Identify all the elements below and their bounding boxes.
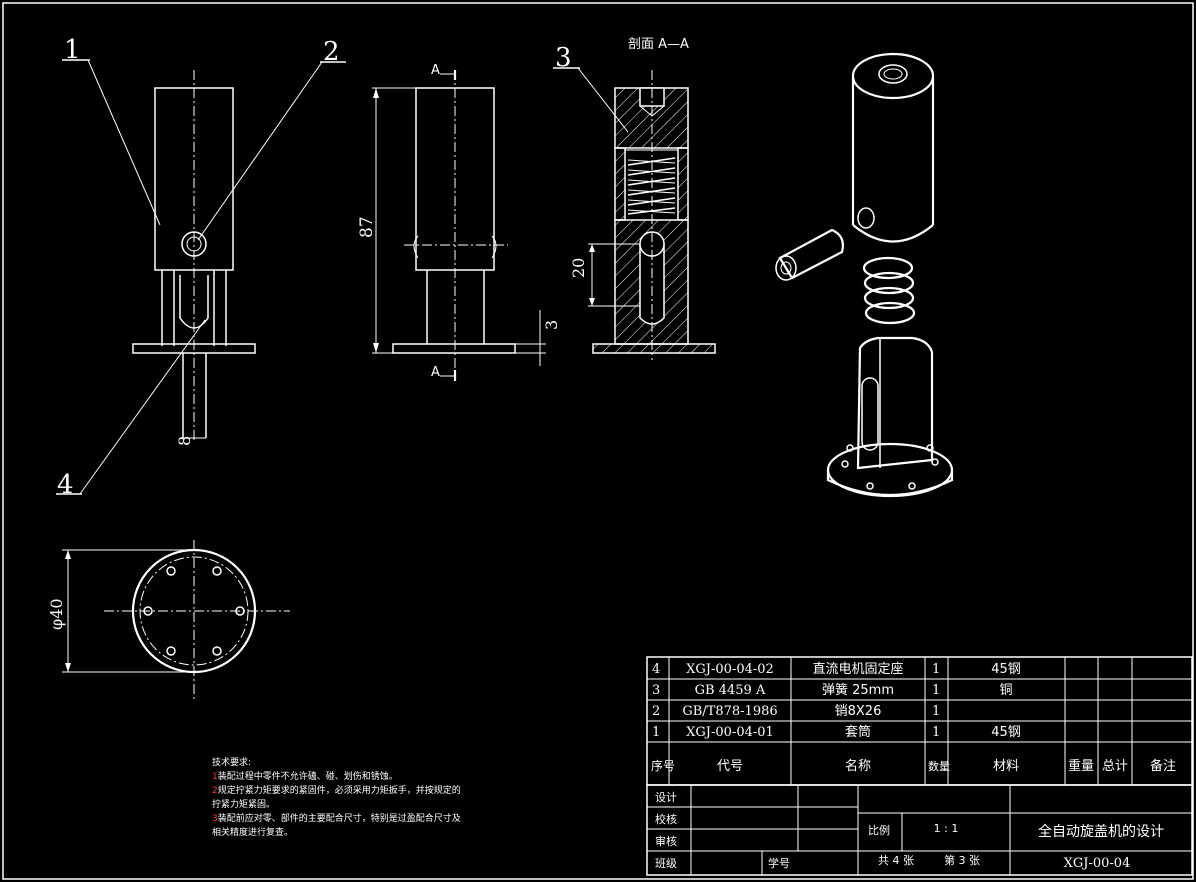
- svg-text:87: 87: [357, 216, 377, 238]
- bom-row: 1 XGJ-00-04-01 套筒 1 45钢: [652, 724, 1021, 740]
- svg-text:3: 3: [652, 683, 660, 698]
- bom-header: 序号 代号 名称 数量 材料 重量 总计 备注: [651, 758, 1176, 774]
- section-title: 剖面 A—A: [628, 37, 689, 52]
- tech-requirements: 技术要求: 1装配过程中零件不允许磕、碰、划伤和锈蚀。 2规定拧紧力矩要求的紧固…: [212, 756, 532, 840]
- scale-value: 1 : 1: [934, 822, 959, 835]
- section-view: [592, 70, 716, 360]
- section-mark-bottom: A: [431, 365, 457, 381]
- svg-text:A: A: [431, 365, 440, 380]
- svg-text:套筒: 套筒: [845, 724, 871, 740]
- svg-text:3: 3: [542, 320, 561, 330]
- svg-text:45钢: 45钢: [991, 725, 1021, 740]
- svg-text:1: 1: [932, 683, 940, 698]
- svg-text:A: A: [431, 63, 440, 78]
- callout-1: 1: [62, 35, 161, 226]
- tech-requirements-title: 技术要求:: [212, 758, 252, 768]
- svg-text:名称: 名称: [845, 758, 871, 774]
- tech-requirement-item: 1装配过程中零件不允许磕、碰、划伤和锈蚀。: [212, 772, 398, 782]
- svg-text:20: 20: [569, 258, 588, 278]
- svg-text:代号: 代号: [717, 759, 743, 774]
- callout-3: 3: [553, 43, 629, 133]
- drawing-number: XGJ-00-04: [1064, 856, 1131, 871]
- sheet-no: 第 3 张: [944, 853, 980, 867]
- callout-2: 2: [197, 37, 346, 241]
- bom-table: 4 XGJ-00-04-02 直流电机固定座 1 45钢 3 GB 4459 A…: [646, 656, 1193, 786]
- svg-text:1: 1: [932, 662, 940, 677]
- title-block: 设计 校核 审核 班级 学号 比例 1 : 1 共 4 张 第 3 张 全自动旋…: [646, 784, 1193, 876]
- tech-requirement-item: 2规定拧紧力矩要求的紧固件，必须采用力矩扳手，并按规定的: [212, 786, 461, 796]
- svg-text:材料: 材料: [993, 759, 1019, 774]
- svg-text:2: 2: [323, 37, 340, 67]
- section-mark-top: A: [431, 63, 457, 80]
- svg-text:GB 4459 A: GB 4459 A: [695, 683, 766, 698]
- dim-20: 20: [569, 243, 640, 307]
- svg-text:1: 1: [64, 35, 81, 65]
- svg-text:8: 8: [175, 436, 194, 446]
- dim-dia-40: φ40: [47, 549, 194, 673]
- bom-row: 4 XGJ-00-04-02 直流电机固定座 1 45钢: [652, 662, 1021, 677]
- svg-text:45钢: 45钢: [991, 662, 1021, 677]
- svg-text:XGJ-00-04-02: XGJ-00-04-02: [686, 662, 774, 677]
- iso-sleeve: [851, 52, 935, 243]
- project-title: 全自动旋盖机的设计: [1038, 823, 1164, 840]
- svg-text:销8X26: 销8X26: [835, 704, 882, 719]
- svg-text:直流电机固定座: 直流电机固定座: [812, 662, 903, 677]
- svg-text:备注: 备注: [1150, 758, 1176, 774]
- sheets-total: 共 4 张: [878, 854, 914, 867]
- svg-text:数量: 数量: [928, 760, 950, 773]
- tech-requirement-item: 相关精度进行复查。: [212, 828, 294, 838]
- check-label: 校核: [655, 812, 677, 826]
- class-label: 班级: [655, 857, 677, 870]
- svg-text:序号: 序号: [651, 758, 675, 773]
- svg-text:重量: 重量: [1068, 758, 1094, 774]
- callout-4: 4: [56, 319, 206, 500]
- design-label: 设计: [655, 791, 677, 804]
- iso-motor-base: [826, 336, 954, 498]
- svg-text:总计: 总计: [1102, 759, 1128, 774]
- svg-text:4: 4: [652, 662, 660, 677]
- svg-text:弹簧 25mm: 弹簧 25mm: [822, 682, 894, 698]
- svg-text:铜: 铜: [999, 683, 1012, 698]
- top-view: [104, 540, 290, 700]
- review-label: 审核: [655, 834, 677, 848]
- svg-text:XGJ-00-04-01: XGJ-00-04-01: [686, 725, 774, 740]
- dim-8: 8: [175, 436, 194, 446]
- svg-text:4: 4: [57, 470, 74, 500]
- bom-row: 3 GB 4459 A 弹簧 25mm 1 铜: [652, 682, 1013, 698]
- svg-text:GB/T878-1986: GB/T878-1986: [682, 704, 777, 719]
- tech-requirement-item: 3装配前应对零、部件的主要配合尺寸，特别是过盈配合尺寸及: [212, 814, 461, 824]
- bom-row: 2 GB/T878-1986 销8X26 1: [652, 704, 940, 719]
- scale-label: 比例: [868, 823, 890, 837]
- student-no-label: 学号: [768, 856, 790, 870]
- tech-requirement-item: 拧紧力矩紧固。: [212, 800, 276, 810]
- iso-pin: [775, 228, 844, 281]
- svg-text:1: 1: [932, 704, 940, 719]
- front-view: [132, 70, 256, 440]
- iso-spring: [862, 256, 916, 325]
- svg-text:φ40: φ40: [47, 598, 66, 630]
- svg-text:2: 2: [652, 704, 660, 719]
- svg-text:1: 1: [932, 725, 940, 740]
- dim-87: 87: [357, 87, 416, 354]
- side-view: [392, 70, 516, 380]
- svg-text:3: 3: [555, 43, 572, 73]
- svg-text:1: 1: [652, 725, 660, 740]
- dim-3: 3: [515, 310, 561, 366]
